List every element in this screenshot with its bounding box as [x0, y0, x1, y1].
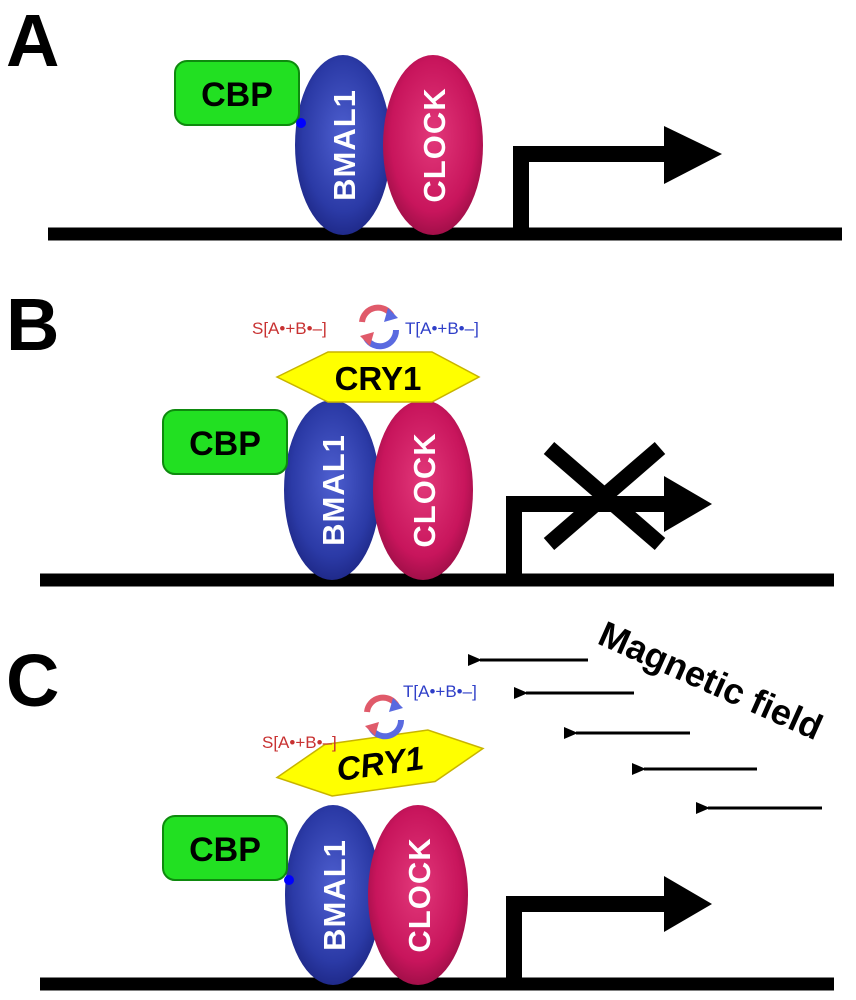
- bmal1-label: BMAL1: [327, 89, 362, 201]
- bmal1-label: BMAL1: [316, 434, 351, 546]
- block-cross-icon: [543, 441, 666, 551]
- cbp-protein: CBP: [162, 815, 288, 881]
- clock-protein: CLOCK: [368, 805, 468, 985]
- magnetic-field-arrows: [468, 654, 822, 814]
- panel-label-a: A: [6, 0, 59, 82]
- magnetic-field-label: Magnetic field: [593, 613, 829, 748]
- bmal1-protein: BMAL1: [285, 805, 381, 985]
- singlet-state-label: S[A•+B•–]: [262, 733, 337, 752]
- transcription-arrowhead: [664, 126, 722, 184]
- cbp-binding-dot: [296, 118, 306, 128]
- panel-a: A BMAL1 CLOCK CBP: [6, 0, 842, 241]
- clock-label: CLOCK: [407, 432, 442, 547]
- triplet-state-label: T[A•+B•–]: [405, 319, 479, 338]
- cry1-label: CRY1: [335, 360, 422, 397]
- panel-label-b: B: [6, 283, 59, 366]
- cbp-protein: CBP: [162, 409, 288, 475]
- triplet-state-label: T[A•+B•–]: [403, 682, 477, 701]
- transcription-arrow: [513, 146, 668, 236]
- panel-c: C BMAL1 CLOCK CBP CRY1 S[A•+B•–] T[A•+B•…: [6, 613, 834, 991]
- transcription-arrowhead: [664, 876, 712, 932]
- cry1-protein-tilted: CRY1: [275, 729, 485, 797]
- clock-protein: CLOCK: [383, 55, 483, 235]
- cbp-protein: CBP: [174, 60, 300, 126]
- bmal1-protein: BMAL1: [295, 55, 391, 235]
- cbp-label: CBP: [189, 425, 261, 463]
- panel-label-c: C: [6, 639, 59, 722]
- clock-protein: CLOCK: [373, 400, 473, 580]
- transcription-arrow: [506, 896, 668, 984]
- panel-b: B BMAL1 CLOCK CBP CRY1 S[A•+B•–] T[A•+B•…: [6, 283, 834, 587]
- bmal1-label: BMAL1: [317, 839, 352, 951]
- clock-label: CLOCK: [402, 837, 437, 952]
- transcription-arrowhead: [664, 476, 712, 532]
- cry1-protein: CRY1: [275, 351, 481, 403]
- radical-pair-cycle-icon: [364, 694, 405, 740]
- radical-pair-cycle-icon: [359, 304, 400, 350]
- clock-label: CLOCK: [417, 87, 452, 202]
- singlet-state-label: S[A•+B•–]: [252, 319, 327, 338]
- cbp-label: CBP: [189, 831, 261, 869]
- cbp-label: CBP: [201, 76, 273, 114]
- bmal1-protein: BMAL1: [284, 400, 380, 580]
- cbp-binding-dot: [284, 875, 294, 885]
